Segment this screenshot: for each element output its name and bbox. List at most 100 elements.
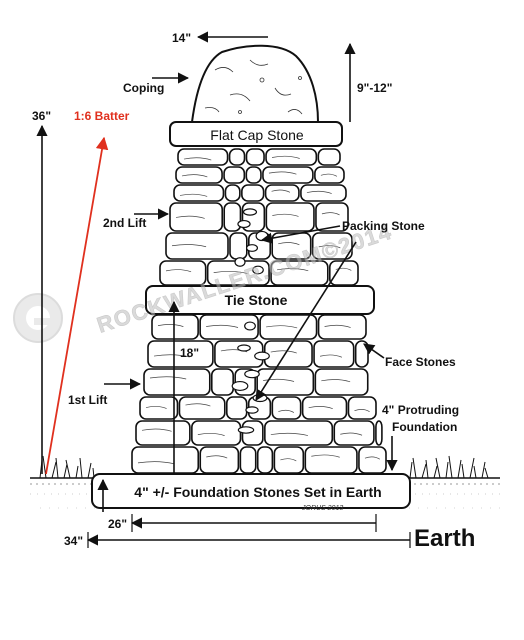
face-stone (317, 314, 367, 340)
face-stone (210, 368, 234, 396)
stone-texture (179, 193, 208, 197)
height-36-label: 36" (32, 109, 51, 123)
stone-texture (213, 270, 248, 274)
face-stone (225, 396, 248, 420)
face-stone (135, 420, 191, 446)
stone-texture (206, 455, 228, 459)
tie-stone (145, 285, 375, 315)
tie-stone-label: Tie Stone (225, 292, 288, 308)
face-stone (239, 446, 257, 474)
stone-texture (320, 173, 338, 177)
stone-texture (278, 409, 295, 413)
face-stone (358, 446, 387, 474)
stone-texture (321, 379, 351, 383)
face-stone (301, 396, 348, 420)
face-stone (241, 184, 265, 202)
face-stone (228, 148, 246, 166)
coping-label: Coping (123, 81, 164, 95)
foundation-stone (91, 473, 411, 509)
packing-stone (231, 380, 249, 392)
stone-texture (165, 269, 192, 273)
face-stone (147, 340, 214, 368)
face-stone (271, 396, 302, 420)
packing-stone (254, 351, 270, 361)
wall-stones (131, 148, 387, 474)
packing-stone-arrow-upper (260, 225, 341, 244)
stone-texture (145, 405, 167, 409)
earth-label: Earth (414, 525, 475, 552)
face-stone (300, 184, 347, 202)
stone-texture (278, 242, 300, 246)
first-lift-label: 1st Lift (68, 393, 107, 407)
face-stone (273, 446, 305, 474)
face-stone (264, 184, 300, 202)
face-stone (143, 368, 211, 396)
stone-texture (157, 324, 184, 327)
stone-texture (277, 268, 309, 272)
coping-height-label: 9"-12" (357, 81, 392, 95)
signature: JORUS 2013 (301, 505, 343, 512)
stone-texture (280, 458, 297, 462)
face-stone (304, 446, 358, 474)
face-stone (328, 260, 359, 286)
packing-stone (237, 426, 255, 434)
face-stone (375, 420, 383, 446)
face-stone (264, 420, 334, 446)
packing-stone (242, 208, 258, 216)
coping-stone (190, 44, 320, 123)
stone-texture (185, 403, 211, 407)
stone-texture (206, 324, 239, 328)
batter-arrow (45, 136, 109, 475)
face-stone (199, 446, 240, 474)
protruding-label-line2: Foundation (392, 420, 457, 434)
packing-stone (237, 219, 251, 229)
face-stone (131, 446, 200, 474)
width-34-label: 34" (64, 534, 83, 548)
stone-texture (308, 406, 333, 410)
stone-texture (364, 456, 380, 460)
stone-texture (340, 432, 363, 436)
packing-stone-label: Packing Stone (342, 219, 425, 233)
stone-texture (268, 171, 297, 175)
packing-stone (245, 406, 259, 414)
stone-texture (270, 350, 297, 354)
face-stone (271, 232, 312, 260)
top-width-label: 14" (172, 31, 191, 45)
stone-texture (321, 212, 340, 216)
face-stones-arrow (363, 343, 385, 359)
face-stone (245, 166, 262, 184)
second-lift-label: 2nd Lift (103, 216, 146, 230)
face-stone (265, 148, 318, 166)
stone-texture (181, 174, 208, 178)
face-stone (256, 446, 274, 474)
face-stone (314, 368, 369, 396)
packing-stone (244, 369, 260, 379)
stone-texture (149, 376, 187, 380)
stone-texture (137, 461, 175, 465)
face-stone (191, 420, 242, 446)
face-stone (262, 166, 314, 184)
face-stone (256, 368, 315, 396)
face-stone (313, 340, 355, 368)
face-stone (223, 166, 246, 184)
face-stones-label: Face Stones (385, 355, 456, 369)
packing-stone-arrow-lower (255, 241, 357, 401)
foundation-label: 4" +/- Foundation Stones Set in Earth (134, 484, 381, 500)
face-stone (315, 202, 349, 232)
face-stone (223, 202, 242, 232)
stone-texture (354, 409, 370, 412)
height-18-label: 18" (180, 346, 199, 360)
grass (39, 455, 489, 479)
stone-texture (197, 432, 225, 436)
stone-texture (324, 324, 351, 328)
stone-texture (266, 325, 298, 329)
coping-texture (204, 59, 303, 115)
face-stone (317, 148, 341, 166)
face-stone (165, 232, 229, 260)
stone-texture (183, 157, 212, 161)
face-stone (245, 148, 265, 166)
face-stone (314, 166, 345, 184)
packing-stone (237, 344, 251, 352)
stone-texture (271, 155, 300, 159)
